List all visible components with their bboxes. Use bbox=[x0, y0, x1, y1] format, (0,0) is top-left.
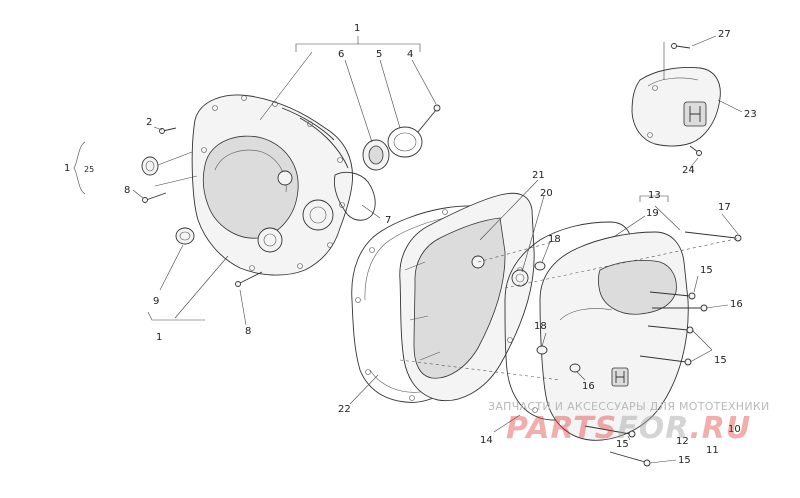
callout-24: 24 bbox=[682, 165, 695, 176]
watermark-logo-main: PARTS bbox=[506, 411, 618, 446]
callout-10: 10 bbox=[728, 424, 741, 435]
watermark-logo-mid: FOR bbox=[617, 411, 690, 446]
callout-8-left: 8 bbox=[124, 185, 131, 196]
bolt-4 bbox=[417, 104, 441, 133]
callout-21: 21 bbox=[532, 170, 545, 181]
dowel-18-mid bbox=[536, 345, 548, 355]
callout-6: 6 bbox=[338, 49, 345, 60]
callout-18-top: 18 bbox=[548, 234, 561, 245]
clutch-cover bbox=[191, 94, 353, 276]
callout-16-right: 16 bbox=[730, 299, 743, 310]
screw-2 bbox=[159, 127, 177, 134]
callout-12: 12 bbox=[676, 436, 689, 447]
callout-14: 14 bbox=[480, 435, 493, 446]
callout-27: 27 bbox=[718, 29, 731, 40]
callout-15-b: 15 bbox=[714, 355, 727, 366]
gasket-21 bbox=[399, 192, 535, 402]
callout-1-bottom: 1 bbox=[156, 332, 163, 343]
callout-2: 2 bbox=[146, 117, 153, 128]
callout-25: 25 bbox=[84, 165, 95, 174]
callout-15-c: 15 bbox=[616, 439, 629, 450]
callout-15-d: 15 bbox=[678, 455, 691, 466]
callout-11: 11 bbox=[706, 445, 719, 456]
callout-16-mid: 16 bbox=[582, 381, 595, 392]
dowel-16-mid bbox=[569, 363, 581, 373]
callout-19: 19 bbox=[646, 208, 659, 219]
leader-lines-left bbox=[73, 36, 437, 326]
callout-7: 7 bbox=[385, 215, 392, 226]
callout-1-top: 1 bbox=[354, 23, 361, 34]
callout-1-left: 1 bbox=[64, 163, 71, 174]
callout-9: 9 bbox=[153, 296, 160, 307]
plug-9 bbox=[175, 227, 195, 245]
callout-23: 23 bbox=[744, 109, 757, 120]
assembly-axes bbox=[399, 237, 741, 381]
callout-5: 5 bbox=[376, 49, 383, 60]
callout-17: 17 bbox=[718, 202, 731, 213]
small-cover-23 bbox=[631, 67, 721, 147]
callout-15-a: 15 bbox=[700, 265, 713, 276]
gasket-5 bbox=[387, 126, 423, 158]
gasket-7 bbox=[333, 171, 376, 221]
seal-ring-6 bbox=[362, 139, 390, 171]
leader-lines-right bbox=[349, 179, 739, 464]
callout-20: 20 bbox=[540, 188, 553, 199]
callout-8-bottom: 8 bbox=[245, 326, 252, 337]
screw-8-left bbox=[142, 192, 167, 203]
screw-24 bbox=[689, 145, 702, 156]
watermark-logo: PARTSFOR.RU bbox=[506, 411, 751, 446]
screw-27 bbox=[671, 43, 691, 49]
dowel-18-top bbox=[534, 261, 546, 271]
watermark-logo-tld: .RU bbox=[689, 411, 752, 446]
callout-22: 22 bbox=[338, 404, 351, 415]
bushing-20 bbox=[511, 269, 529, 287]
bolts-15-bottom bbox=[584, 425, 651, 467]
seal-25-upper bbox=[141, 156, 159, 176]
ignition-cover-13 bbox=[539, 231, 689, 441]
screw-8-bottom bbox=[235, 271, 263, 287]
callout-4: 4 bbox=[407, 49, 414, 60]
callout-13: 13 bbox=[648, 190, 661, 201]
callout-18-mid: 18 bbox=[534, 321, 547, 332]
bolt-17 bbox=[684, 231, 742, 242]
watermark-caption: ЗАПЧАСТИ И АКСЕССУАРЫ ДЛЯ МОТОТЕХНИКИ bbox=[488, 400, 770, 413]
leader-lines-top-right bbox=[663, 35, 743, 169]
